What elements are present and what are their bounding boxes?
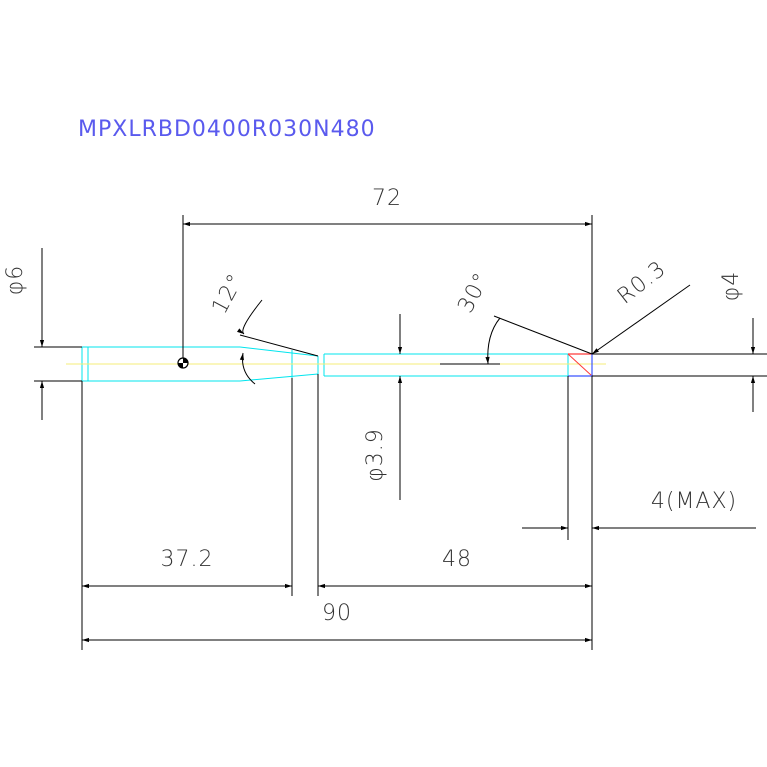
dim-72	[182, 215, 593, 358]
dim-72-label: 72	[372, 186, 402, 211]
dim-shank-diameter	[34, 248, 82, 420]
dim-tip-diameter-label: φ4	[719, 271, 744, 302]
dim-taper-angle-label: 12°	[207, 270, 249, 319]
dim-shank-length	[81, 378, 293, 650]
dim-neck-diameter-label: φ3.9	[363, 428, 388, 482]
dim-overall-length-label: 90	[322, 601, 352, 626]
dim-neck-length-label: 48	[442, 547, 472, 572]
tool-tip	[567, 353, 593, 377]
dim-taper-angle	[237, 299, 319, 385]
dim-corner-radius	[591, 284, 691, 355]
dim-shank-length-label: 37.2	[161, 547, 214, 572]
dim-neck-length	[317, 374, 592, 596]
part-number-title: MPXLRBD0400R030N480	[78, 117, 376, 142]
dim-tip-angle	[485, 315, 593, 365]
tool-outline	[81, 346, 569, 382]
dim-tip-length	[522, 376, 756, 650]
dim-tip-length-label: 4(MAX)	[651, 489, 737, 514]
dim-corner-radius-label: R0.3	[613, 256, 671, 309]
dim-tip-diameter	[592, 318, 767, 412]
dim-tip-angle-label: 30°	[453, 269, 495, 318]
dim-shank-diameter-label: φ6	[3, 265, 28, 296]
gauge-point-icon	[177, 357, 189, 369]
